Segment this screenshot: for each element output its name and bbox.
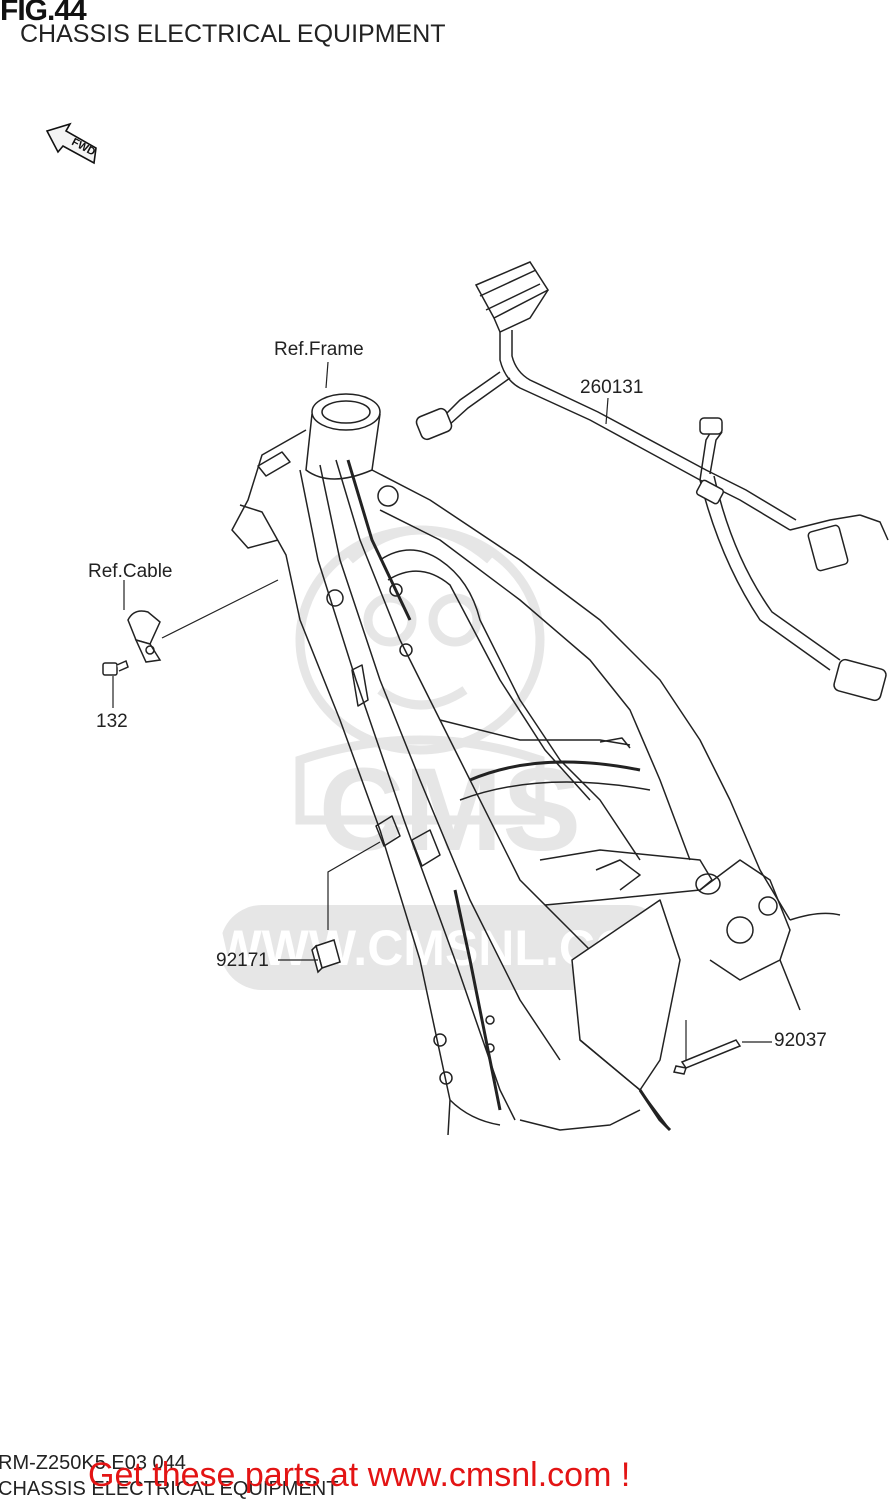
label-ref-cable: Ref.Cable [88, 561, 173, 582]
cable-clamp [127, 610, 162, 663]
clip-92171-icon [311, 939, 341, 974]
footer-section-title: CHASSIS ELECTRICAL EQUIPMENT [0, 1478, 339, 1500]
figure-title: CHASSIS ELECTRICAL EQUIPMENT [20, 20, 446, 48]
wiring-harness-260131 [415, 261, 889, 702]
label-part-92171: 92171 [216, 950, 269, 971]
watermark-logo: CMS [319, 744, 581, 876]
watermark: CMS WWW.CMSNL.COM [214, 525, 676, 990]
label-part-260131: 260131 [580, 377, 643, 398]
footer-buy-banner[interactable]: Get these parts at www.cmsnl.com ! [88, 1456, 631, 1494]
footer-model-code: RM-Z250K5 E03 044 [0, 1452, 186, 1474]
cable-tie-92037 [673, 1039, 742, 1075]
label-part-92037: 92037 [774, 1030, 827, 1051]
leader-lines [112, 361, 772, 1060]
fwd-arrow-icon: FWD [45, 122, 97, 165]
label-part-132: 132 [96, 711, 128, 732]
frame-drawing [231, 393, 841, 1136]
figure-number: FIG.44 [0, 0, 87, 27]
bolt-132-icon [102, 659, 129, 676]
label-ref-frame: Ref.Frame [274, 339, 364, 360]
watermark-pill [220, 905, 670, 990]
